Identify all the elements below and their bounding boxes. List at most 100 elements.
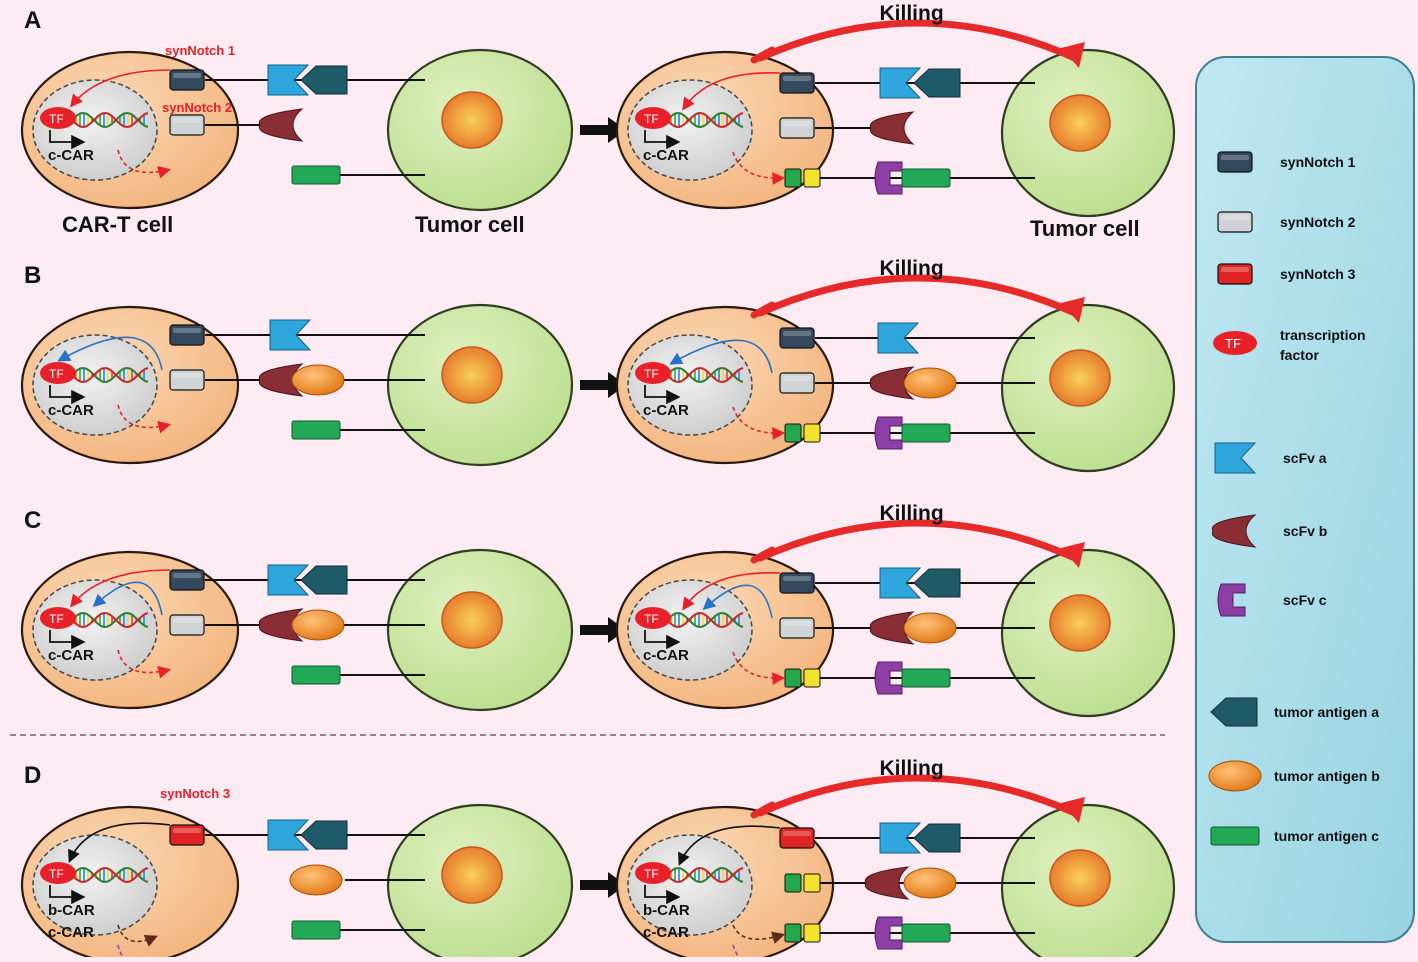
synnotch2-receptor	[779, 117, 815, 139]
synnotch2-receptor	[169, 614, 205, 636]
legend-label: synNotch 3	[1280, 266, 1356, 282]
killing-blunt-end	[750, 801, 776, 819]
synnotch3-receptor	[169, 824, 205, 846]
tumor-antigen-c-icon	[1210, 826, 1260, 846]
tumor-cell	[1000, 303, 1176, 473]
tf-label: TF	[1225, 336, 1241, 351]
tumor-antigen-c-icon	[291, 165, 341, 185]
tumor-nucleus	[1049, 849, 1111, 907]
tf-label: TF	[644, 367, 659, 381]
tumor-nucleus	[441, 846, 503, 904]
legend-item-tumor-antigen-a: tumor antigen a	[1210, 697, 1379, 727]
synnotch1-receptor	[169, 324, 205, 346]
tumor-nucleus	[441, 91, 503, 149]
tf-icon	[635, 362, 671, 384]
legend-item-scfv-a: scFv a	[1214, 442, 1327, 474]
car-domain-green	[784, 873, 802, 893]
tumor-cell-label: Tumor cell	[1030, 216, 1140, 241]
tumor-cell-label: Tumor cell	[415, 212, 525, 237]
expression-arrow-b-car	[117, 924, 158, 947]
car-t-cell-label: CAR-T cell	[62, 212, 173, 237]
scfv-b-icon	[1211, 514, 1257, 548]
legend-panel	[1195, 56, 1415, 943]
scfv-b-icon	[258, 108, 304, 142]
tumor-antigen-b-icon	[1208, 760, 1262, 792]
car-domain-green	[784, 168, 802, 188]
tf-label: TF	[49, 112, 64, 126]
tumor-antigen-a-icon	[1210, 697, 1258, 727]
tf-label: TF	[49, 367, 64, 381]
killing-arrow: Killing	[750, 257, 1085, 323]
synnotch2-receptor	[169, 369, 205, 391]
legend-label: factor	[1280, 347, 1319, 363]
gene-label: b-CAR	[643, 902, 690, 919]
synnotch1-receptor-highlight	[173, 73, 201, 78]
tumor-antigen-a-icon	[913, 568, 961, 598]
tf-label: TF	[49, 867, 64, 881]
scfv-a-icon	[267, 819, 310, 851]
scfv-a-icon	[879, 822, 922, 854]
killing-arrow: Killing	[750, 757, 1085, 823]
scfv-a-icon	[1214, 442, 1257, 474]
synnotch1-receptor	[779, 572, 815, 594]
signal-arrow-synnotch1	[682, 571, 781, 611]
tumor-cell	[386, 303, 574, 467]
gene-label: c-CAR	[48, 402, 94, 419]
legend-label: scFv c	[1283, 592, 1327, 608]
killing-arrowhead	[1061, 297, 1085, 323]
scfv-a-icon	[269, 319, 312, 351]
tumor-antigen-a-icon	[300, 65, 348, 95]
tf-label: TF	[49, 612, 64, 626]
legend-item-scfv-b: scFv b	[1211, 514, 1327, 548]
tumor-antigen-a-icon	[300, 820, 348, 850]
tumor-antigen-c-icon	[291, 665, 341, 685]
synnotch1-receptor-highlight	[783, 331, 811, 336]
car-t-nucleus	[627, 579, 753, 681]
scfv-b-icon	[864, 866, 910, 900]
transition-arrow	[580, 372, 626, 398]
tumor-cell	[386, 48, 574, 212]
panel-before: TF c-CAR	[20, 548, 574, 712]
promoter-arrow	[49, 885, 86, 905]
legend-label: tumor antigen a	[1274, 704, 1379, 720]
tumor-antigen-a-icon	[300, 565, 348, 595]
panel-before: TF c-CAR	[20, 303, 574, 467]
tf-icon	[40, 362, 76, 384]
transition-arrow	[580, 117, 626, 143]
car-domain-yellow	[803, 923, 821, 943]
car-t-cell: TF c-CAR	[615, 550, 835, 710]
killing-arc	[756, 519, 1079, 562]
synnotch3-icon-highlight	[1221, 267, 1249, 272]
scfv-a-icon	[879, 67, 922, 99]
car-t-cell: TF c-CAR	[20, 550, 240, 710]
legend-item-tumor-antigen-c: tumor antigen c	[1210, 826, 1379, 846]
tf-label: TF	[644, 612, 659, 626]
killing-arc	[756, 274, 1079, 317]
synnotch1-receptor	[779, 327, 815, 349]
tumor-cell	[1000, 548, 1176, 718]
synnotch2-receptor	[779, 617, 815, 639]
synnotch3-label: synNotch 3	[160, 786, 230, 801]
synnotch3-receptor-highlight	[173, 828, 201, 833]
killing-label: Killing	[880, 2, 944, 25]
transition-arrow	[580, 617, 626, 643]
tf-icon	[635, 607, 671, 629]
tumor-cell	[1000, 48, 1176, 218]
gene-label: c-CAR	[48, 647, 94, 664]
car-t-nucleus	[627, 79, 753, 181]
gene-label: c-CAR	[643, 924, 689, 941]
tumor-cell	[386, 548, 574, 712]
scfv-a-icon	[877, 322, 920, 354]
car-t-nucleus	[32, 334, 158, 436]
signal-arrow-synnotch3	[68, 822, 171, 863]
scfv-a-icon	[267, 564, 310, 596]
gene-label: c-CAR	[643, 647, 689, 664]
signal-arrow-synnotch2	[57, 336, 163, 371]
